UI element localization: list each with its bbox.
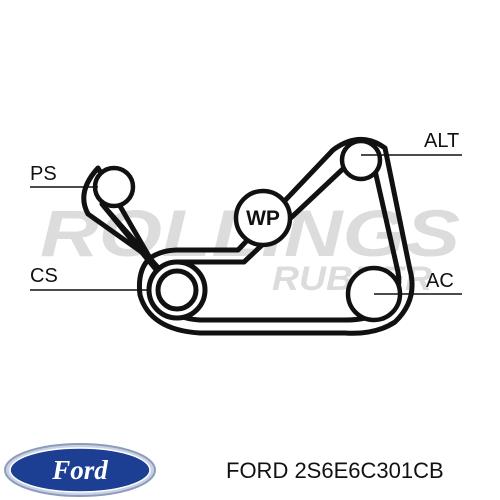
- cs-pulley: [146, 259, 208, 321]
- ps-pulley: [92, 165, 136, 209]
- wp-label: WP: [246, 207, 280, 230]
- ford-logo-text: Ford: [51, 455, 108, 485]
- cs-label: CS: [30, 265, 58, 287]
- part-number: FORD 2S6E6C301CB: [226, 458, 444, 483]
- ps-label: PS: [30, 163, 57, 185]
- ac-label: AC: [426, 270, 454, 292]
- alt-label: ALT: [424, 130, 459, 152]
- ford-logo: Ford: [4, 443, 156, 497]
- alt-pulley: [339, 138, 383, 182]
- leader-lines: [30, 154, 462, 295]
- wp-pulley: WP: [233, 188, 293, 248]
